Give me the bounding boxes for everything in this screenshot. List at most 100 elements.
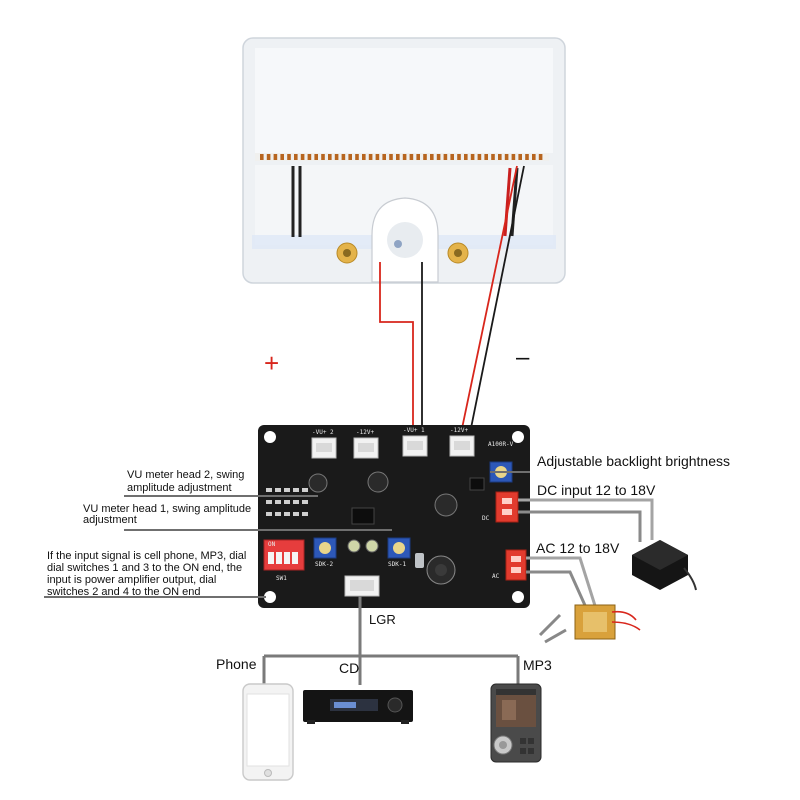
led-pad bbox=[436, 154, 441, 160]
driver-board: -VU+ 2 -12V+ -VU+ 1 -12V+ A100R-V bbox=[258, 425, 530, 608]
led-pad bbox=[423, 154, 427, 160]
label-vu1-line1: VU meter head 1, swing amplitude bbox=[83, 503, 251, 515]
connector-vu1 bbox=[402, 435, 428, 457]
device-phone bbox=[242, 683, 294, 781]
led-pad bbox=[464, 154, 468, 160]
led-pad bbox=[409, 154, 414, 160]
silk-12v-b: -12V+ bbox=[450, 427, 468, 434]
label-ac-input: AC 12 to 18V bbox=[536, 540, 620, 556]
led-pad bbox=[362, 154, 366, 160]
dip-switch bbox=[263, 539, 305, 571]
smd-resistor bbox=[275, 488, 281, 492]
device-mp3-player bbox=[490, 683, 542, 763]
silk-12v-a: -12V+ bbox=[356, 429, 374, 436]
led-pad bbox=[457, 154, 461, 160]
silk-sdk1: SDK-1 bbox=[388, 561, 406, 568]
wire-red-12v bbox=[459, 165, 518, 439]
led-pad bbox=[389, 154, 393, 160]
crystal bbox=[415, 553, 424, 568]
silk-sdk2: SDK-2 bbox=[315, 561, 333, 568]
silk-vu2: -VU+ 2 bbox=[312, 429, 334, 436]
smd-resistor bbox=[266, 488, 272, 492]
connector-vu2 bbox=[311, 437, 337, 459]
led-pad bbox=[396, 154, 400, 160]
label-dc-input: DC input 12 to 18V bbox=[537, 482, 656, 498]
connector-lgr bbox=[344, 575, 380, 597]
led-pad bbox=[382, 154, 386, 160]
led-pad bbox=[280, 154, 284, 160]
smd-resistor bbox=[293, 512, 299, 516]
silk-on: ON bbox=[268, 541, 276, 548]
led-pad bbox=[287, 154, 291, 160]
led-pad bbox=[518, 154, 522, 160]
silk-sw: SW1 bbox=[276, 575, 287, 582]
trimmer-sdk2 bbox=[313, 537, 337, 559]
label-phone: Phone bbox=[216, 656, 257, 672]
connector-ac bbox=[505, 549, 527, 581]
label-switch-line2: dial switches 1 and 3 to the ON end, the bbox=[47, 562, 242, 574]
connector-12v-a bbox=[353, 437, 379, 459]
ic-chip-2 bbox=[469, 477, 485, 491]
label-cd: CD bbox=[339, 660, 359, 676]
ic-chip-1 bbox=[351, 507, 375, 525]
led-pad bbox=[477, 154, 482, 160]
polarity-minus: – bbox=[516, 344, 530, 371]
led-pad bbox=[375, 154, 380, 160]
led-pad bbox=[294, 154, 298, 160]
resistor-array bbox=[266, 488, 308, 516]
led-pad bbox=[266, 154, 271, 160]
label-backlight: Adjustable backlight brightness bbox=[537, 453, 730, 469]
label-vu2-line2: amplitude adjustment bbox=[127, 482, 232, 494]
led-pad bbox=[348, 154, 352, 160]
led-pad bbox=[273, 154, 278, 160]
silk-dc: DC bbox=[482, 515, 490, 522]
smd-resistor bbox=[293, 500, 299, 504]
callout-lines bbox=[44, 471, 530, 598]
led-pad bbox=[368, 154, 373, 160]
wire-black-12v bbox=[468, 165, 525, 439]
led-green-1 bbox=[347, 539, 361, 553]
led-strip bbox=[260, 154, 543, 160]
led-pad bbox=[314, 154, 318, 160]
led-pad bbox=[443, 154, 448, 160]
led-pad bbox=[328, 154, 332, 160]
label-switch-line3: input is power amplifier output, dial bbox=[47, 574, 216, 586]
led-pad bbox=[511, 154, 516, 160]
led-pad bbox=[260, 154, 264, 160]
connector-12v-b bbox=[449, 435, 475, 457]
smd-resistor bbox=[302, 500, 308, 504]
label-switch-line4: switches 2 and 4 to the ON end bbox=[47, 586, 200, 598]
led-pad bbox=[341, 154, 346, 160]
transformer bbox=[538, 604, 641, 644]
smd-resistor bbox=[284, 488, 290, 492]
smd-resistor bbox=[284, 512, 290, 516]
led-pad bbox=[402, 154, 407, 160]
led-pad bbox=[334, 154, 339, 160]
silk-ac: AC bbox=[492, 573, 500, 580]
label-vu2-line1: VU meter head 2, swing bbox=[127, 469, 244, 481]
capacitors bbox=[308, 471, 458, 585]
smd-resistor bbox=[275, 500, 281, 504]
led-pad bbox=[355, 154, 359, 160]
power-cables bbox=[518, 498, 654, 613]
led-pad bbox=[430, 154, 434, 160]
led-pad bbox=[484, 154, 488, 160]
label-lgr: LGR bbox=[369, 612, 396, 627]
label-mp3: MP3 bbox=[523, 657, 552, 673]
smd-resistor bbox=[284, 500, 290, 504]
meter-wires bbox=[379, 165, 525, 439]
smd-resistor bbox=[266, 512, 272, 516]
smd-resistor bbox=[266, 500, 272, 504]
connector-dc bbox=[495, 491, 519, 523]
silk-board-id: A100R-V bbox=[488, 441, 514, 448]
led-pad bbox=[300, 154, 305, 160]
led-pad bbox=[450, 154, 454, 160]
led-pad bbox=[321, 154, 325, 160]
label-switch-line1: If the input signal is cell phone, MP3, … bbox=[47, 550, 246, 562]
led-pad bbox=[504, 154, 509, 160]
wire-red-vu1 bbox=[379, 262, 414, 438]
led-pad bbox=[470, 154, 475, 160]
trimmer-sdk1 bbox=[387, 537, 411, 559]
